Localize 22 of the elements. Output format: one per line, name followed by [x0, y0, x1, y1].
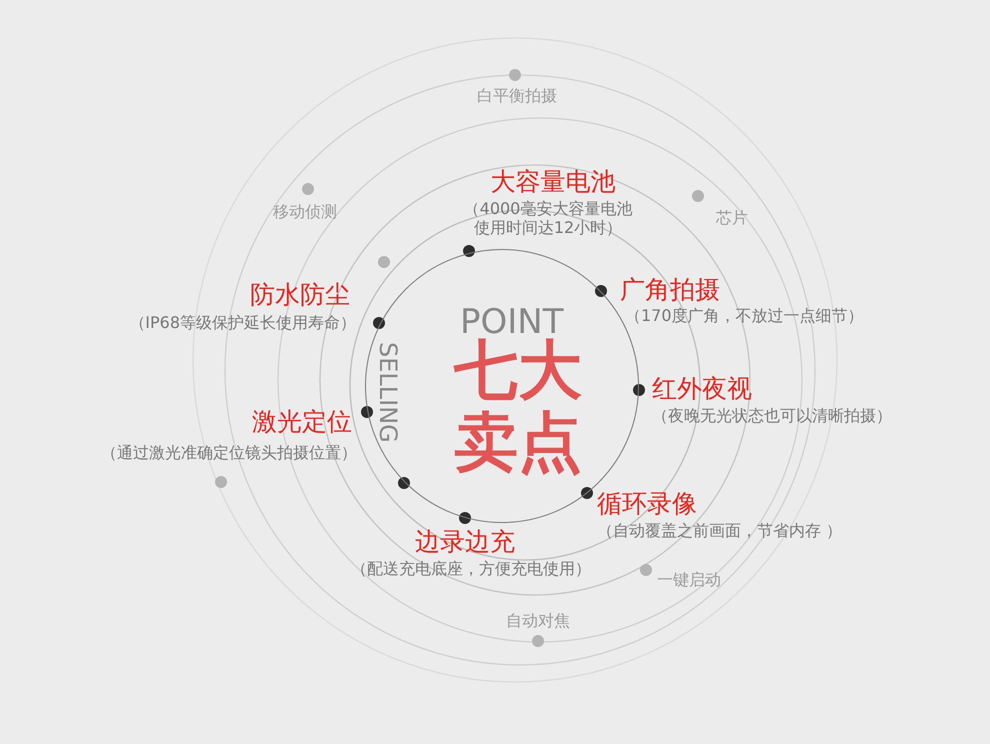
- feature-description: （通过激光准确定位镜头拍摄位置）: [101, 443, 357, 462]
- feature-description: （4000毫安大容量电池使用时间达12小时）: [462, 199, 634, 238]
- feature-label: 一键启动: [657, 570, 721, 590]
- feature-description: （自动覆盖之前画面，节省内存 ）: [597, 521, 842, 540]
- feature-title: 大容量电池: [490, 167, 616, 197]
- feature-title: 激光定位: [252, 407, 352, 437]
- feature-title: 防水防尘: [250, 280, 350, 310]
- feature-description: （IP68等级保护延长使用寿命）: [129, 313, 356, 332]
- feature-description: （170度广角，不放过一点细节）: [625, 306, 864, 326]
- heading-text: POINT: [460, 305, 564, 339]
- feature-label: 芯片: [716, 208, 748, 228]
- feature-description: （夜晚无光状态也可以清晰拍摄）: [652, 406, 892, 426]
- feature-title: 边录边充: [415, 527, 515, 557]
- feature-label: 白平衡拍摄: [477, 86, 557, 106]
- feature-title: 广角拍摄: [620, 275, 720, 305]
- feature-label: 移动侦测: [273, 202, 337, 222]
- feature-description: （配送充电底座，方便充电使用）: [351, 559, 591, 578]
- title-text: 七大卖点: [452, 336, 583, 480]
- feature-title: 红外夜视: [652, 374, 752, 404]
- vertical-text: SELLING: [376, 342, 400, 443]
- feature-title: 循环录像: [597, 489, 697, 519]
- feature-label: 自动对焦: [506, 611, 570, 630]
